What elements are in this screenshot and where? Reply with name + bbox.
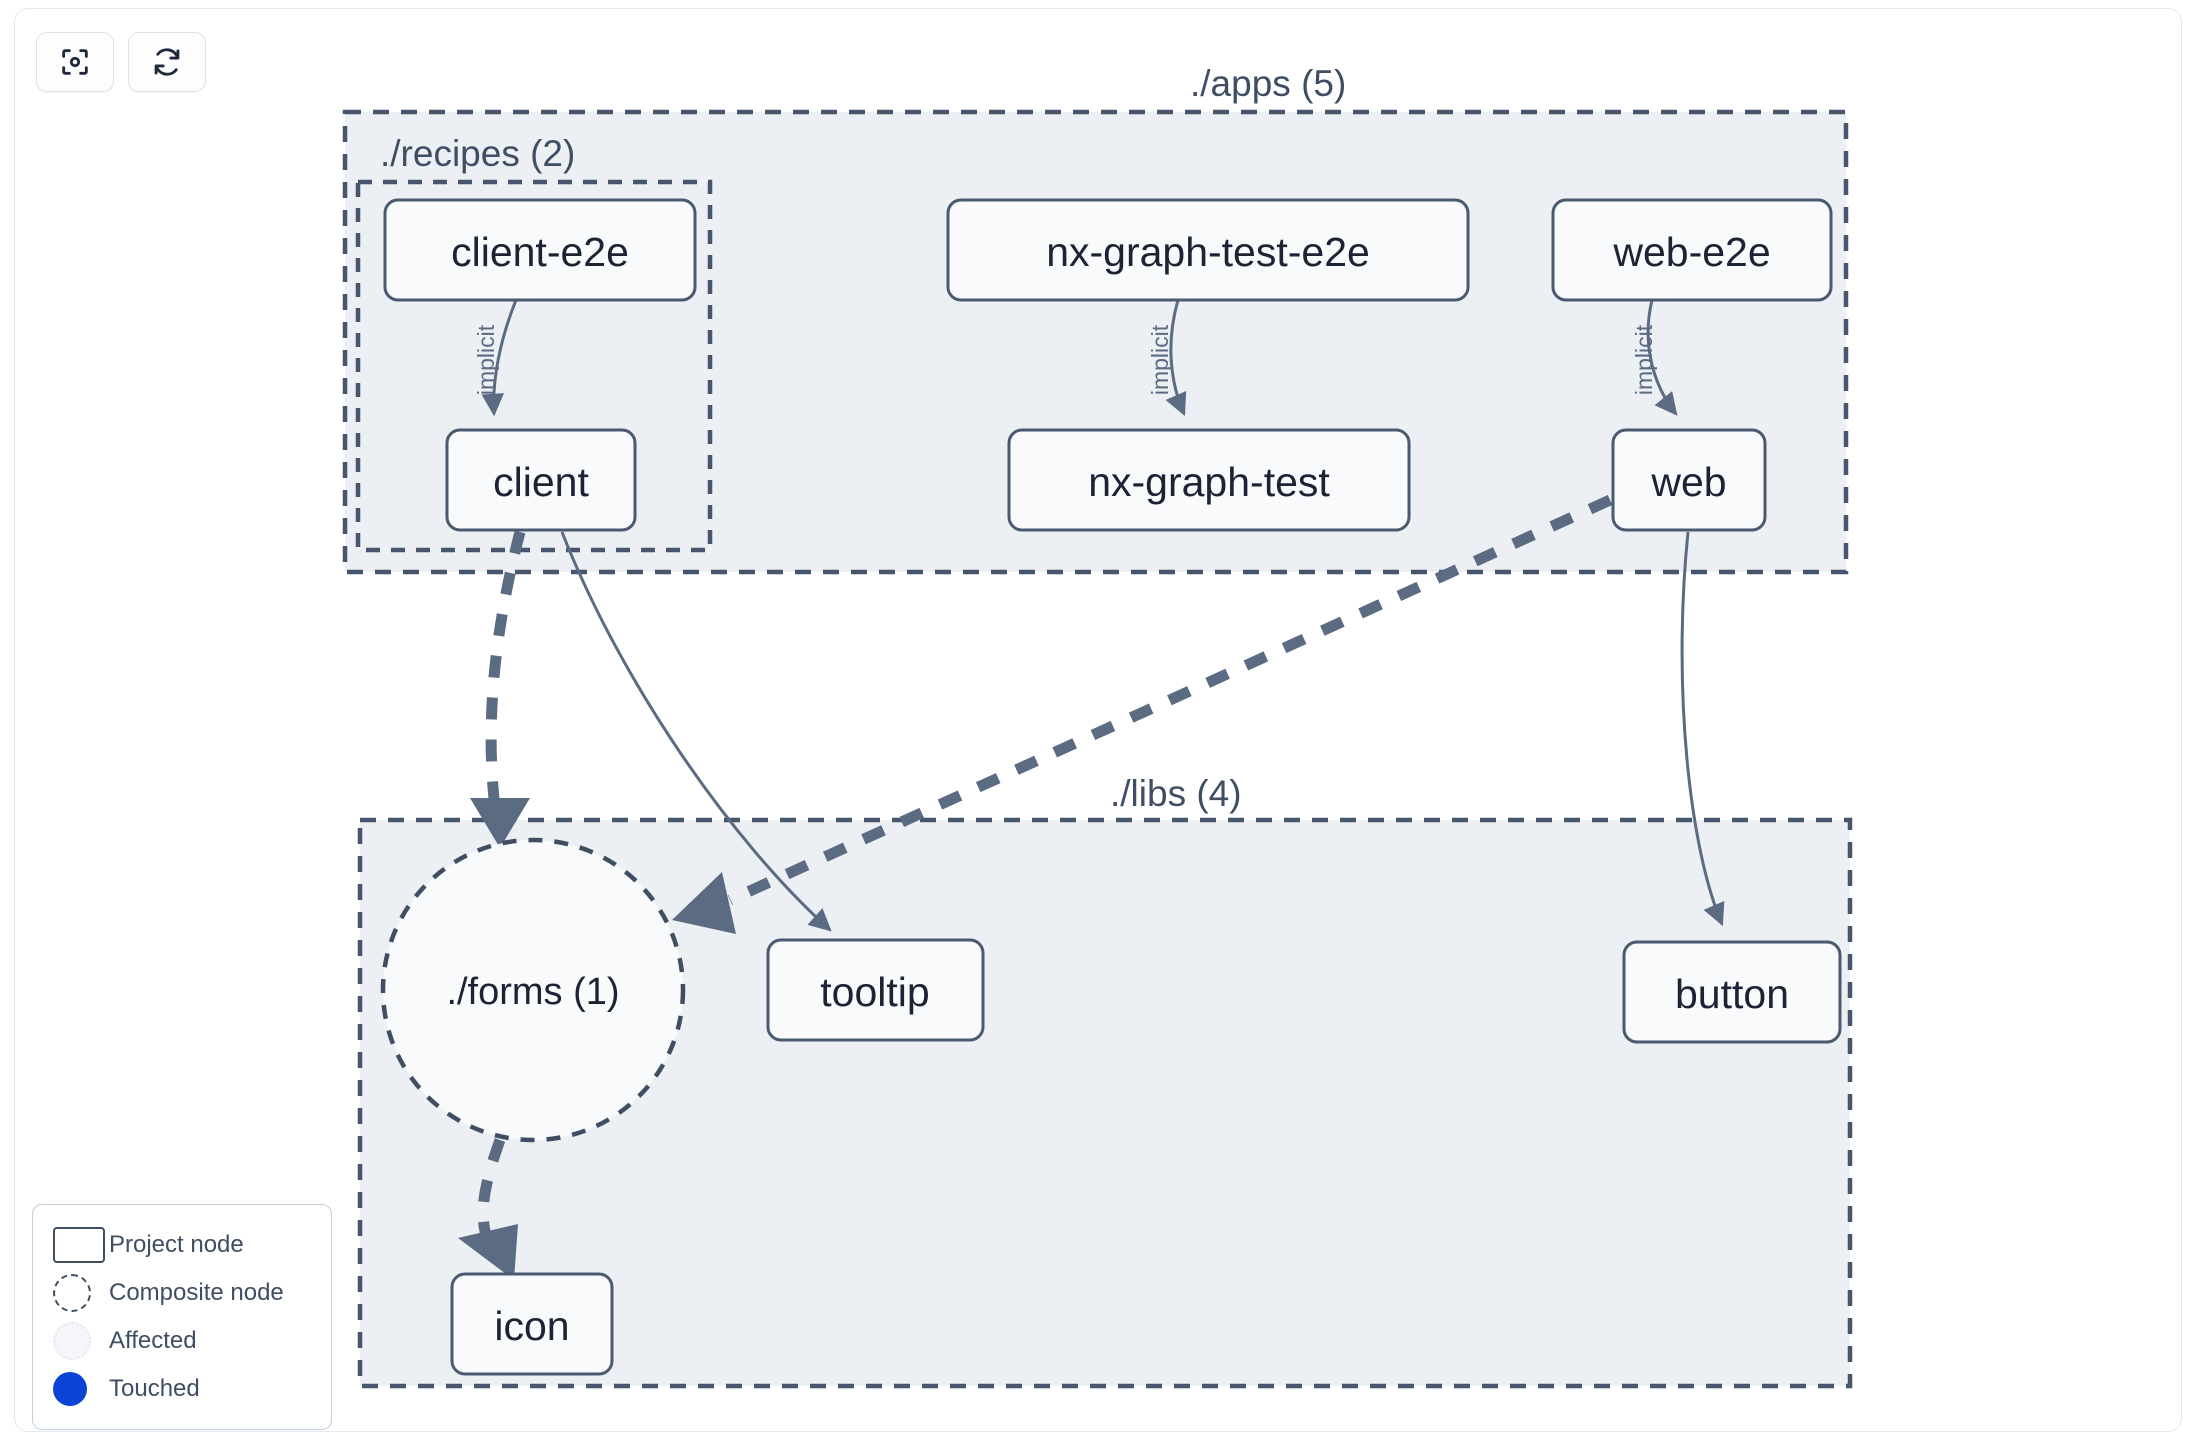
legend-label-project-node: Project node <box>109 1231 244 1258</box>
node-web[interactable]: web <box>1611 428 1767 532</box>
edge-web-to-button-path <box>1680 531 1725 927</box>
node-web-e2e-box[interactable] <box>1551 198 1833 302</box>
group-recipes-label: ./recipes (2) <box>380 133 575 174</box>
edge-client-to-forms-arrowhead <box>470 798 530 848</box>
edge-web-to-forms[interactable] <box>672 494 1613 934</box>
node-client-label: client <box>493 459 589 505</box>
node-icon-label: icon <box>494 1303 569 1349</box>
legend-item-project-node: Project node <box>53 1221 313 1269</box>
edge-nx-graph-test-e2e-to-nx-graph-test-label: implicit <box>1147 324 1173 395</box>
node-icon-box[interactable] <box>450 1272 614 1376</box>
node-nx-graph-test-e2e-box[interactable] <box>946 198 1470 302</box>
edge-web-to-button[interactable] <box>1680 531 1725 927</box>
graph-toolbar <box>36 32 206 92</box>
node-nx-graph-test-box[interactable] <box>1007 428 1411 532</box>
node-forms-circle[interactable] <box>380 837 686 1143</box>
edge-web-to-forms-path <box>727 494 1613 906</box>
node-nx-graph-test-label: nx-graph-test <box>1088 459 1330 505</box>
node-icon[interactable]: icon <box>450 1272 614 1376</box>
legend-label-composite-node: Composite node <box>109 1279 284 1306</box>
edge-web-e2e-to-web-label: implicit <box>1631 324 1657 395</box>
refresh-icon <box>150 45 184 79</box>
node-nx-graph-test[interactable]: nx-graph-test <box>1007 428 1411 532</box>
legend-label-touched: Touched <box>109 1375 200 1402</box>
node-nx-graph-test-e2e-label: nx-graph-test-e2e <box>1046 229 1370 275</box>
refresh-button[interactable] <box>128 32 206 92</box>
edge-client-e2e-to-client[interactable]: implicit <box>473 299 518 417</box>
edge-web-e2e-to-web-path <box>1646 299 1678 416</box>
edge-nx-graph-test-e2e-to-nx-graph-test-path <box>1165 299 1187 417</box>
composite-node-swatch-icon <box>53 1274 109 1312</box>
graph-edges: implicit implicit implicit <box>458 299 1725 1280</box>
edge-client-to-tooltip[interactable] <box>560 531 832 932</box>
node-client[interactable]: client <box>445 428 637 532</box>
node-client-e2e-label: client-e2e <box>451 229 629 275</box>
legend-label-affected: Affected <box>109 1327 197 1354</box>
edge-client-e2e-to-client-path <box>481 299 518 417</box>
edge-client-to-tooltip-path <box>560 531 832 932</box>
node-client-e2e-box[interactable] <box>383 198 697 302</box>
node-tooltip-box[interactable] <box>766 938 985 1042</box>
node-button[interactable]: button <box>1622 940 1842 1044</box>
edge-forms-to-icon-arrowhead <box>458 1224 518 1280</box>
node-button-label: button <box>1675 971 1789 1017</box>
node-client-e2e[interactable]: client-e2e <box>383 198 697 302</box>
edge-nx-graph-test-e2e-to-nx-graph-test[interactable]: implicit <box>1147 299 1187 417</box>
edge-forms-to-icon[interactable] <box>458 1138 518 1280</box>
node-tooltip-label: tooltip <box>820 969 929 1015</box>
legend-item-composite-node: Composite node <box>53 1269 313 1317</box>
edge-client-to-forms[interactable] <box>470 530 530 848</box>
node-button-box[interactable] <box>1622 940 1842 1044</box>
node-client-box[interactable] <box>445 428 637 532</box>
touched-swatch-icon <box>53 1372 109 1406</box>
node-tooltip[interactable]: tooltip <box>766 938 985 1042</box>
node-forms-composite[interactable]: ./forms (1) <box>380 837 686 1143</box>
edge-web-to-forms-arrowhead <box>672 872 736 934</box>
node-web-e2e[interactable]: web-e2e <box>1551 198 1833 302</box>
legend-item-touched: Touched <box>53 1365 313 1413</box>
edge-web-e2e-to-web[interactable]: implicit <box>1631 299 1678 416</box>
node-web-label: web <box>1650 459 1726 505</box>
node-forms-label: ./forms (1) <box>446 971 619 1013</box>
legend-item-affected: Affected <box>53 1317 313 1365</box>
group-libs-label: ./libs (4) <box>1110 773 1242 814</box>
graph-legend: Project node Composite node Affected Tou… <box>32 1204 332 1430</box>
node-nx-graph-test-e2e[interactable]: nx-graph-test-e2e <box>946 198 1470 302</box>
graph-nodes: client-e2e nx-graph-test-e2e web-e2e cli… <box>380 198 1842 1376</box>
node-web-box[interactable] <box>1611 428 1767 532</box>
focus-target-icon <box>58 45 92 79</box>
node-web-e2e-label: web-e2e <box>1612 229 1770 275</box>
group-apps-label: ./apps (5) <box>1190 63 1346 104</box>
edge-client-e2e-to-client-label: implicit <box>473 324 499 395</box>
affected-swatch-icon <box>53 1322 109 1360</box>
project-node-swatch-icon <box>53 1227 109 1263</box>
focus-target-button[interactable] <box>36 32 114 92</box>
